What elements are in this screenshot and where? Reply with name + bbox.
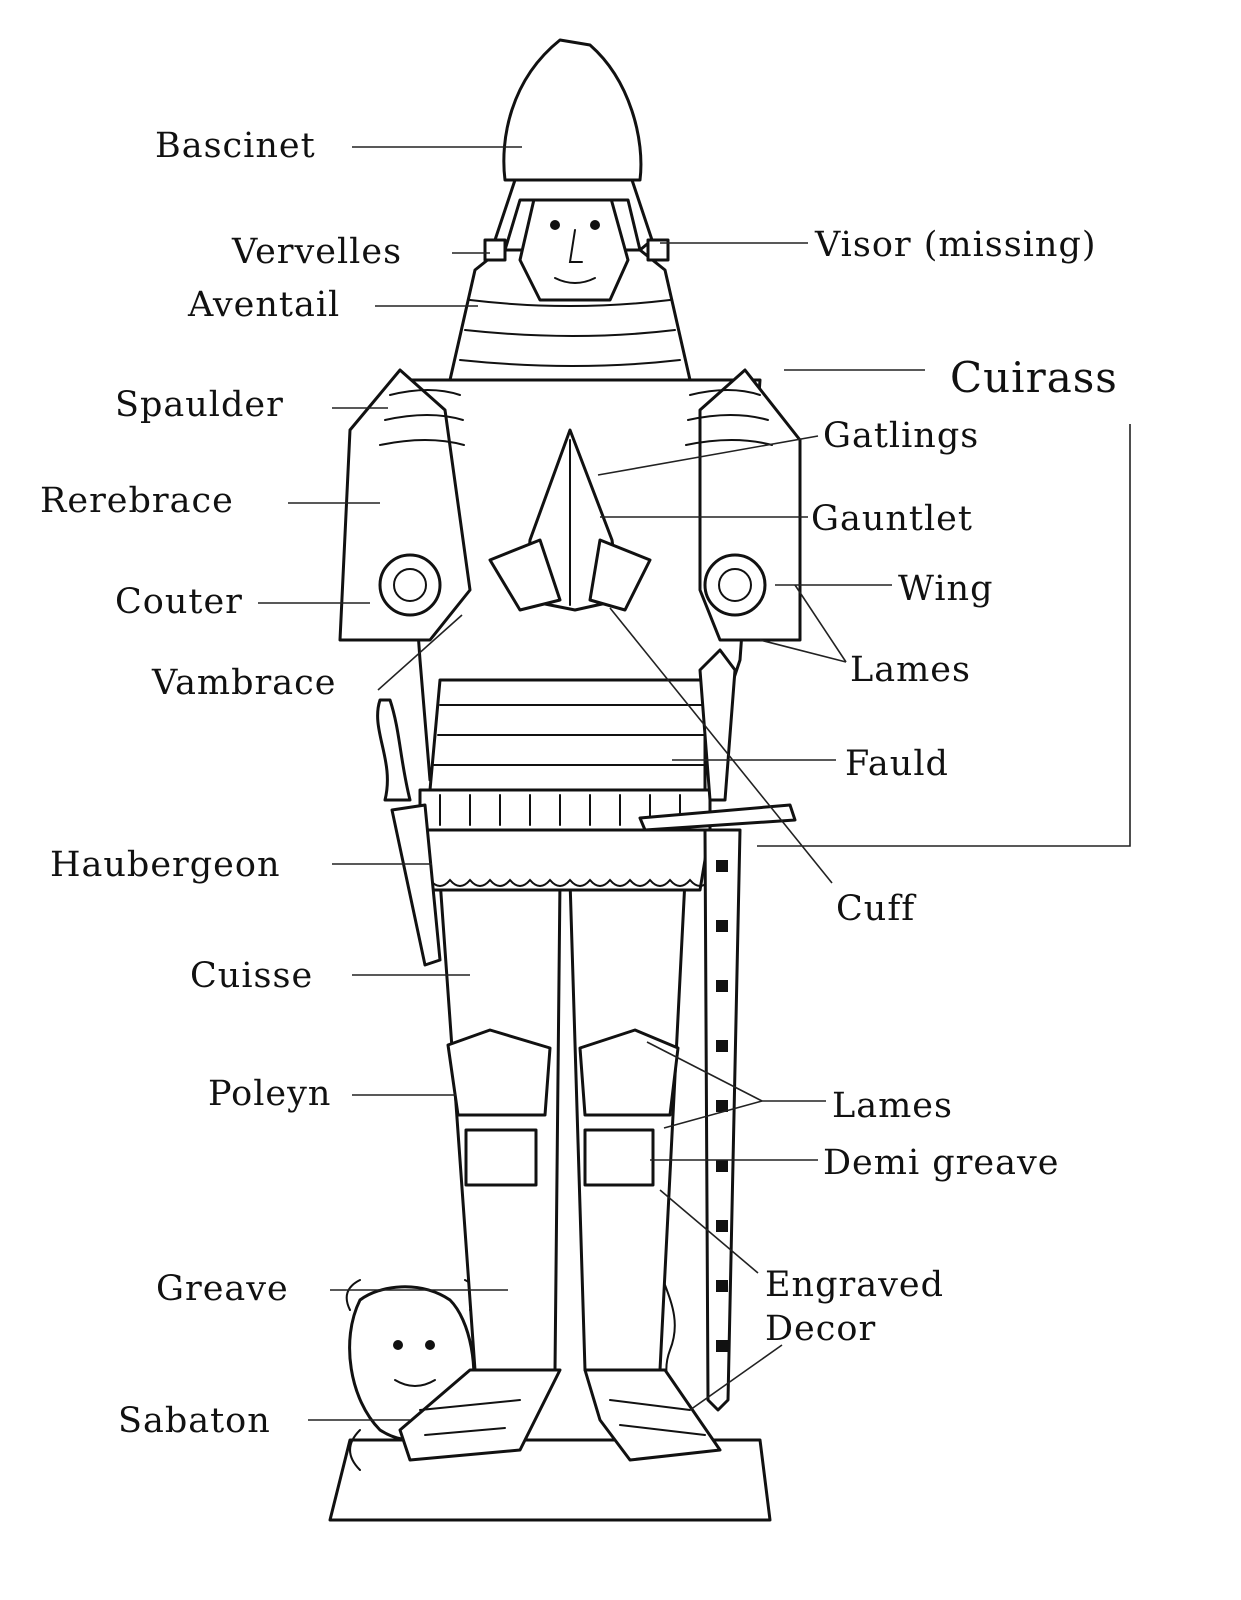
label-bascinet: Bascinet [155,126,316,166]
label-gauntlet: Gauntlet [811,499,973,539]
label-aventail: Aventail [187,285,340,325]
label-gatlings: Gatlings [823,416,979,456]
right-leg [568,878,687,1372]
left-leg [438,878,562,1372]
left-couter [378,553,442,617]
label-wing: Wing [898,569,994,609]
label-vambrace: Vambrace [151,663,336,703]
label-cuff: Cuff [836,889,917,929]
left-sabaton [398,1368,562,1462]
sword-icon [638,648,797,1412]
plinth [328,1438,772,1522]
label-lames-leg: Lames [832,1086,953,1126]
label-spaulder: Spaulder [115,385,284,425]
knight-figure [328,38,802,1522]
label-cuirass: Cuirass [950,353,1118,402]
label-sabaton: Sabaton [118,1401,271,1441]
haubergeon-skirt [423,828,712,892]
label-fauld: Fauld [845,744,949,784]
dagger-icon [376,698,442,967]
label-rerebrace: Rerebrace [40,481,234,521]
part-labels: Bascinet Vervelles Visor (missing) Avent… [40,126,1118,1441]
label-engraved: Engraved [765,1265,944,1305]
label-haubergeon: Haubergeon [50,845,281,885]
label-lames-arm: Lames [850,650,971,690]
face [518,193,630,302]
label-couter: Couter [115,582,243,622]
right-couter [703,553,767,617]
leader-lines [258,146,1131,1421]
label-cuisse: Cuisse [190,956,313,996]
bascinet [502,38,643,182]
label-vervelles: Vervelles [231,232,402,272]
label-poleyn: Poleyn [208,1074,331,1114]
label-decor: Decor [765,1309,876,1349]
label-greave: Greave [156,1269,289,1309]
right-sabaton [583,1368,722,1462]
label-visor: Visor (missing) [814,225,1097,265]
label-demi-greave: Demi greave [823,1143,1059,1183]
